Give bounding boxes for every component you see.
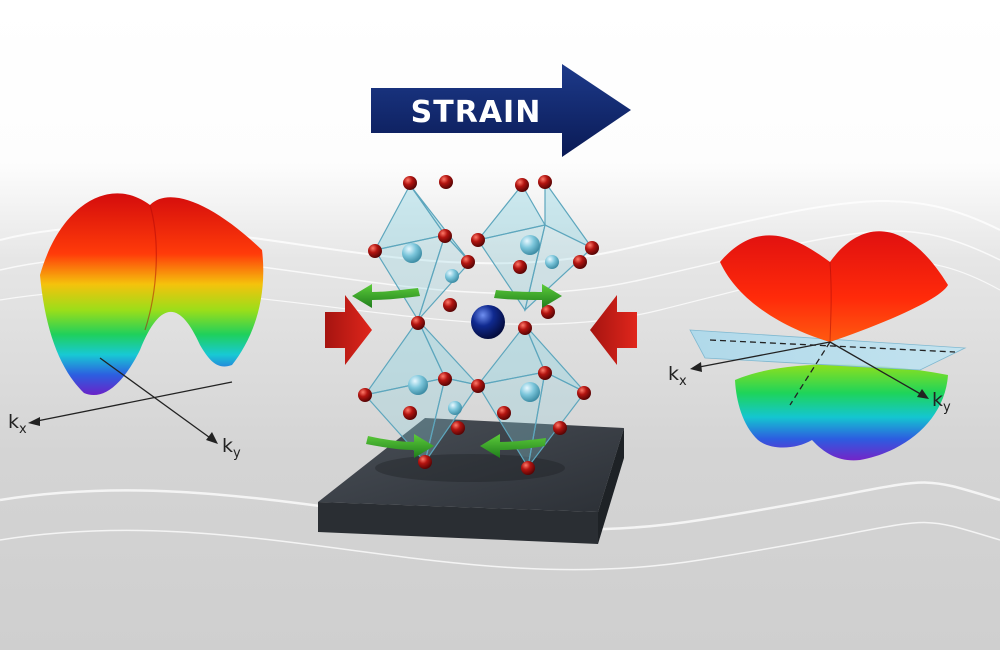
a-site-cation <box>471 305 505 339</box>
strain-label: STRAIN <box>411 95 542 130</box>
